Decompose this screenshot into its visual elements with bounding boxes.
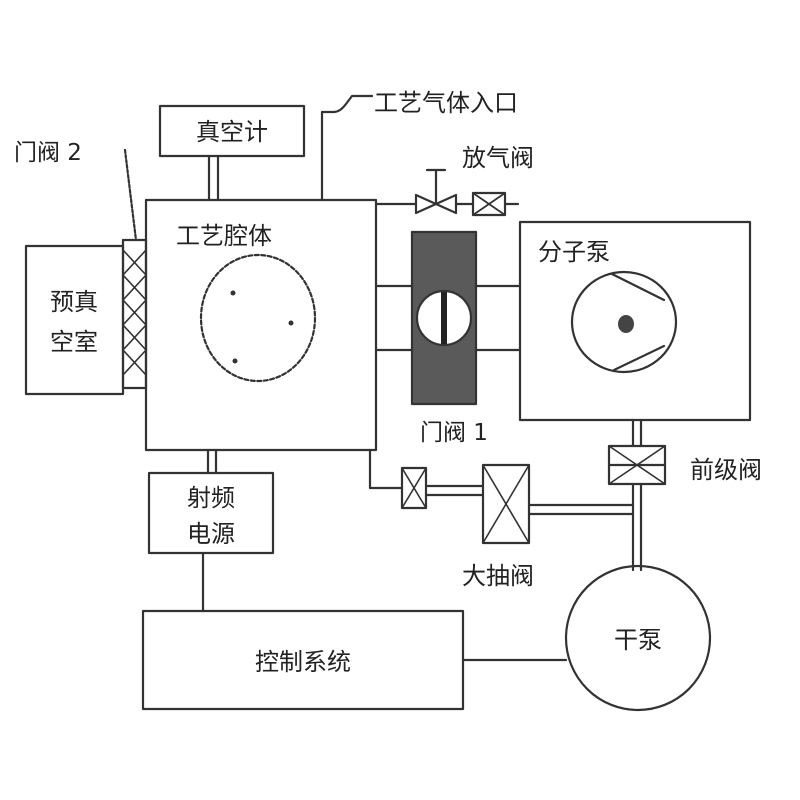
gate-valve-1-label: 门阀 1	[420, 420, 488, 446]
molecular-pump-rotor	[570, 270, 678, 374]
roughing-valve-cross	[482, 464, 530, 544]
gate-valve-2-pointer	[123, 148, 138, 242]
dry-pump-circle	[564, 564, 712, 712]
gate-valve-2-label: 门阀 2	[14, 140, 82, 166]
rf-power-label-line1: 射频	[187, 484, 235, 512]
gate-valve-1-gate	[441, 292, 447, 344]
gate-valve-2-pattern	[122, 249, 147, 376]
foreline-valve-cross	[608, 445, 666, 485]
molecular-pump-label: 分子泵	[538, 238, 610, 266]
dry-pump-label: 干泵	[614, 626, 662, 654]
load-lock-label-line2: 空室	[50, 328, 98, 356]
gas-inlet-pipe	[320, 94, 374, 202]
chamber-dot-1	[230, 290, 236, 296]
process-chamber-label: 工艺腔体	[176, 222, 272, 250]
chamber-dot-2	[288, 320, 294, 326]
vacuum-gauge-box	[158, 104, 306, 158]
roughing-valve-label: 大抽阀	[462, 562, 534, 590]
chamber-dot-3	[232, 358, 238, 364]
load-lock-label-line1: 预真	[50, 288, 98, 316]
rf-power-label-line2: 电源	[187, 520, 235, 548]
load-lock-box	[24, 244, 125, 396]
rf-power-box	[147, 471, 275, 555]
molecular-pump-rotor-chord	[610, 272, 666, 372]
molecular-pump-box	[518, 220, 752, 422]
roughing-line-from-chamber	[368, 448, 404, 490]
vent-valve-label: 放气阀	[462, 144, 534, 172]
control-system-label: 控制系统	[255, 648, 351, 676]
roughing-small-valve-cross	[401, 467, 427, 509]
foreline-valve-label: 前级阀	[690, 456, 762, 484]
wafer-chuck	[199, 253, 317, 383]
vacuum-gauge-label: 真空计	[196, 118, 268, 146]
molecular-pump-hub	[618, 315, 634, 333]
vent-valve-cross	[472, 192, 506, 216]
gas-inlet-label: 工艺气体入口	[374, 89, 518, 117]
